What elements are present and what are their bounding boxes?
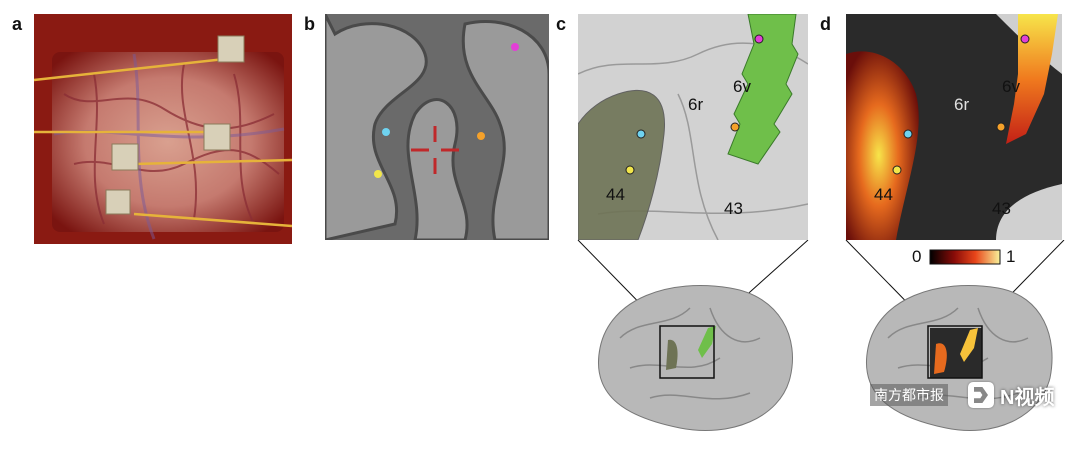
heatmap-zoom: 6v 6r 44 43 [846, 14, 1062, 240]
label-6r: 6r [688, 95, 703, 114]
brain-lateral-view-c [590, 278, 800, 438]
electrode-orange [996, 122, 1006, 132]
colorbar-min-label: 0 [912, 247, 921, 266]
zoom-box-d [927, 325, 983, 379]
label-44: 44 [874, 185, 893, 204]
electrode-array-4 [105, 189, 131, 215]
brain-lateral-view-d [858, 278, 1058, 438]
colorbar-gradient [929, 249, 1001, 265]
electrode-yellow [625, 165, 635, 175]
colorbar-max-label: 1 [1006, 247, 1015, 266]
electrode-array-2 [203, 123, 231, 151]
electrode-array-1 [217, 35, 245, 63]
watermark-newspaper: 南方都市报 [870, 384, 948, 406]
electrode-yellow [374, 170, 382, 178]
label-43: 43 [992, 199, 1011, 218]
zoom-box-c [659, 325, 715, 379]
electrode-magenta [754, 34, 764, 44]
area-6v-region [727, 14, 799, 165]
electrode-orange [730, 122, 740, 132]
nvideo-logo-icon [968, 382, 994, 408]
parcellation-zoom: 6v 6r 44 43 [578, 14, 808, 240]
cortex-surface-closeup [325, 14, 549, 240]
surgical-photo [34, 14, 292, 244]
label-6v: 6v [733, 77, 751, 96]
label-6v: 6v [1002, 77, 1020, 96]
crosshair-marker [411, 126, 459, 174]
electrode-cyan [382, 128, 390, 136]
area-44-region [578, 89, 665, 240]
panel-letter-a: a [12, 14, 23, 34]
electrode-orange [477, 132, 485, 140]
electrode-cyan [636, 129, 646, 139]
label-44: 44 [606, 185, 625, 204]
panel-letter-d: d [820, 14, 831, 34]
watermark-nvideo-text: N视频 [1000, 386, 1055, 409]
panel-letter-b: b [304, 14, 315, 34]
watermark-nvideo: N视频 [968, 380, 1054, 410]
colorbar: 0 1 [906, 242, 1056, 270]
electrode-magenta [1020, 34, 1030, 44]
electrode-magenta [511, 43, 519, 51]
electrode-yellow [892, 165, 902, 175]
label-43: 43 [724, 199, 743, 218]
panel-letter-c: c [556, 14, 567, 34]
label-6r: 6r [954, 95, 969, 114]
electrode-array-3 [111, 143, 139, 171]
electrode-cyan [903, 129, 913, 139]
